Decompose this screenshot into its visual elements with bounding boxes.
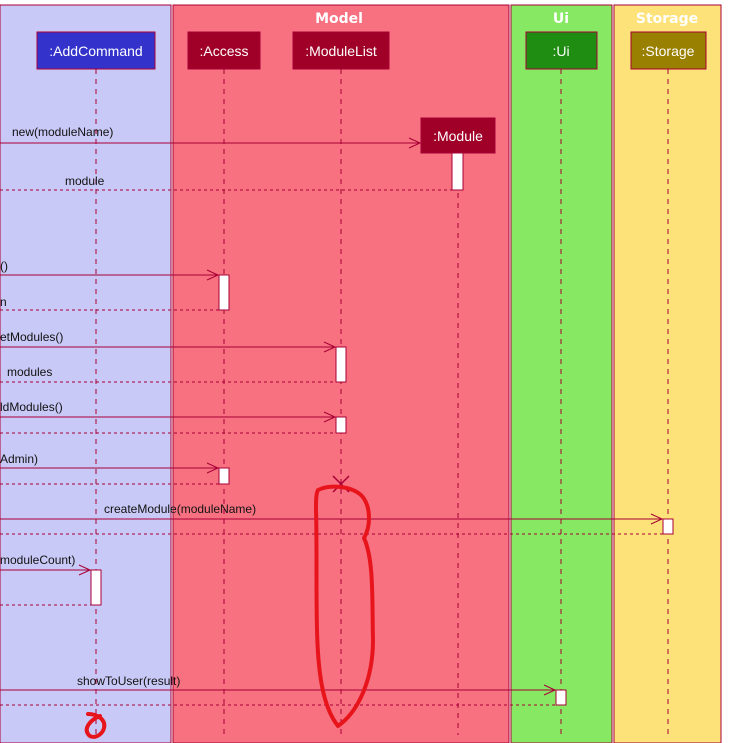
participant-addcommand: :AddCommand — [36, 31, 156, 70]
lane-title-model: Model — [315, 11, 363, 27]
activation-addcommand — [90, 569, 102, 606]
message-arrowhead-access-call — [206, 269, 220, 281]
participant-module-label: :Module — [433, 128, 483, 144]
message-arrowhead-addmodules-call — [323, 411, 337, 423]
participant-modulelist: :ModuleList — [292, 31, 390, 70]
message-arrowhead-showtouser-call — [543, 684, 557, 696]
participant-access: :Access — [187, 31, 261, 70]
lane-title-storage: Storage — [636, 11, 698, 27]
handdrawn-outline-annotation — [314, 484, 375, 728]
participants: :AddCommand :Access :ModuleList :Module … — [36, 31, 707, 154]
lanes: Model Ui Storage — [0, 4, 722, 743]
participant-storage-label: :Storage — [642, 43, 695, 59]
message-label-createmodule-call: createModule(moduleName) — [104, 502, 256, 516]
activation-modulelist-2 — [335, 416, 347, 434]
message-arrowhead-modulecount-call — [78, 564, 92, 576]
participant-module: :Module — [420, 117, 496, 154]
activation-access-2 — [218, 467, 230, 485]
lane-title-ui: Ui — [553, 11, 569, 27]
participant-addcommand-label: :AddCommand — [49, 43, 142, 59]
message-arrowhead-getmodules-call — [323, 341, 337, 353]
message-label-access-call: () — [0, 259, 8, 273]
activation-ui — [555, 689, 567, 706]
message-label-modulecount-call: moduleCount) — [0, 553, 75, 567]
participant-access-label: :Access — [199, 43, 248, 59]
participant-ui: :Ui — [525, 31, 598, 70]
lane-logic — [0, 4, 172, 743]
message-label-admin-call: Admin) — [0, 452, 38, 466]
activation-storage — [662, 518, 674, 535]
message-arrowhead-admin-call — [206, 462, 220, 474]
activation-access-1 — [218, 274, 230, 311]
participant-modulelist-label: :ModuleList — [305, 43, 377, 59]
handdrawn-cross-annotation — [84, 712, 107, 739]
handdrawn-annotations — [84, 484, 375, 739]
message-label-getmodules-call: etModules() — [0, 330, 63, 344]
activation-module — [451, 152, 464, 191]
message-label-getmodules-return: modules — [7, 365, 52, 379]
message-arrowhead-createmodule-call — [650, 513, 664, 525]
message-label-module-return: module — [65, 174, 105, 188]
participant-ui-label: :Ui — [552, 43, 569, 59]
message-label-showtouser-call: showToUser(result) — [77, 674, 180, 688]
message-label-access-return: n — [0, 295, 7, 309]
participant-storage: :Storage — [630, 31, 707, 70]
lifelines — [95, 69, 669, 735]
message-labels: new(moduleName) module () n etModules() … — [0, 125, 256, 688]
message-label-addmodules-call: ldModules() — [0, 400, 63, 414]
message-label-new-module: new(moduleName) — [12, 125, 113, 139]
message-arrowhead-new-module — [408, 137, 422, 149]
messages — [0, 137, 664, 706]
activations — [90, 152, 674, 706]
activation-modulelist-1 — [335, 346, 347, 383]
